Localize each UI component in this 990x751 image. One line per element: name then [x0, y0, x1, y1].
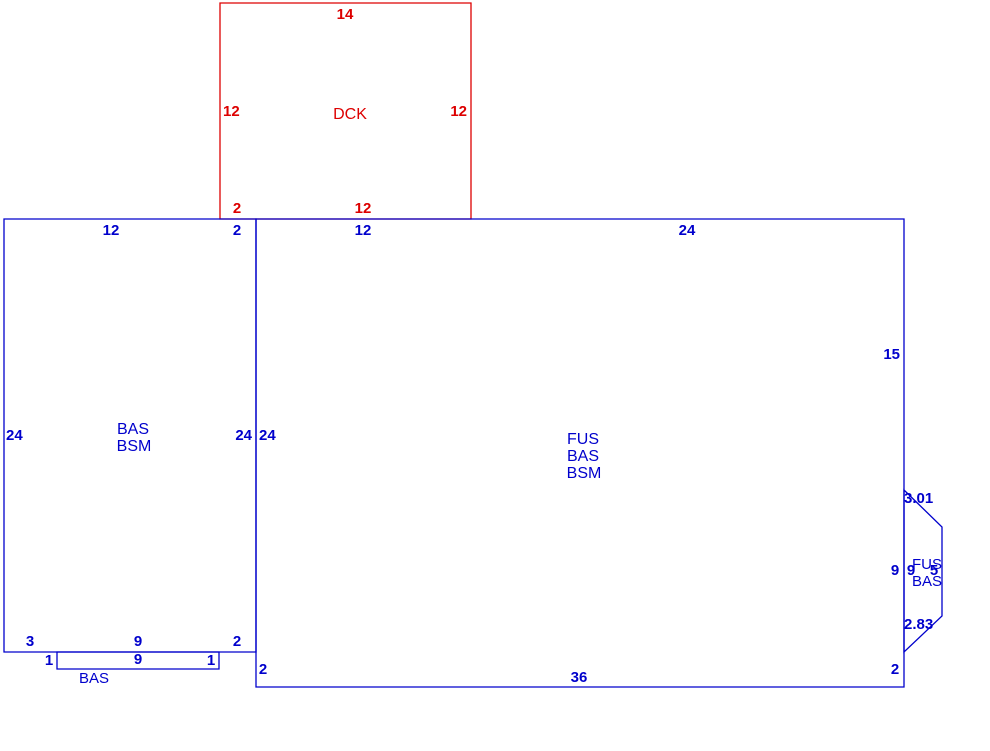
- main-code-bsm: BSM: [567, 465, 602, 482]
- step-section-outline: [56, 651, 220, 670]
- left-top-dim: 12: [103, 222, 120, 239]
- step-code: BAS: [79, 670, 109, 687]
- left-top-right-dim: 2: [233, 222, 241, 239]
- main-right-upper-dim: 15: [883, 346, 900, 363]
- step-right-dim: 1: [207, 652, 215, 669]
- bay-inner-left-dim: 9: [891, 562, 899, 579]
- bay-inner-mid-dim: 9: [907, 562, 915, 579]
- deck-bottom-dim: 12: [355, 200, 372, 217]
- deck-left-dim: 12: [223, 103, 240, 120]
- main-section-outline: [255, 218, 905, 688]
- deck-code: DCK: [333, 106, 367, 123]
- left-left-dim: 24: [6, 427, 23, 444]
- bay-code-bas: BAS: [912, 573, 942, 590]
- main-code-fus: FUS: [567, 431, 599, 448]
- main-top-right-dim: 24: [679, 222, 696, 239]
- left-right-dim: 24: [235, 427, 252, 444]
- bay-code-fus: FUS: [912, 556, 942, 573]
- deck-bottom-left-dim: 2: [233, 200, 241, 217]
- left-bottom-dim: 9: [134, 633, 142, 650]
- main-left-dim: 24: [259, 427, 276, 444]
- bay-diag-top-dim: 3.01: [904, 490, 933, 507]
- step-top-dim: 9: [134, 651, 142, 668]
- deck-right-dim: 12: [450, 103, 467, 120]
- step-left-dim: 1: [45, 652, 53, 669]
- bay-section-outline: [903, 488, 943, 654]
- left-bottom-left-dim: 3: [26, 633, 34, 650]
- left-code-bas: BAS: [117, 421, 149, 438]
- main-bottom-left-dim: 2: [259, 661, 267, 678]
- bay-outer-dim: 5: [930, 562, 938, 579]
- left-code-bsm: BSM: [117, 438, 152, 455]
- main-bottom-right-dim: 2: [891, 661, 899, 678]
- left-bottom-right-dim: 2: [233, 633, 241, 650]
- main-bottom-dim: 36: [571, 669, 588, 686]
- main-code-bas: BAS: [567, 448, 599, 465]
- main-top-left-dim: 12: [355, 222, 372, 239]
- deck-top-dim: 14: [337, 6, 354, 23]
- bay-diag-bottom-dim: 2.83: [904, 616, 933, 633]
